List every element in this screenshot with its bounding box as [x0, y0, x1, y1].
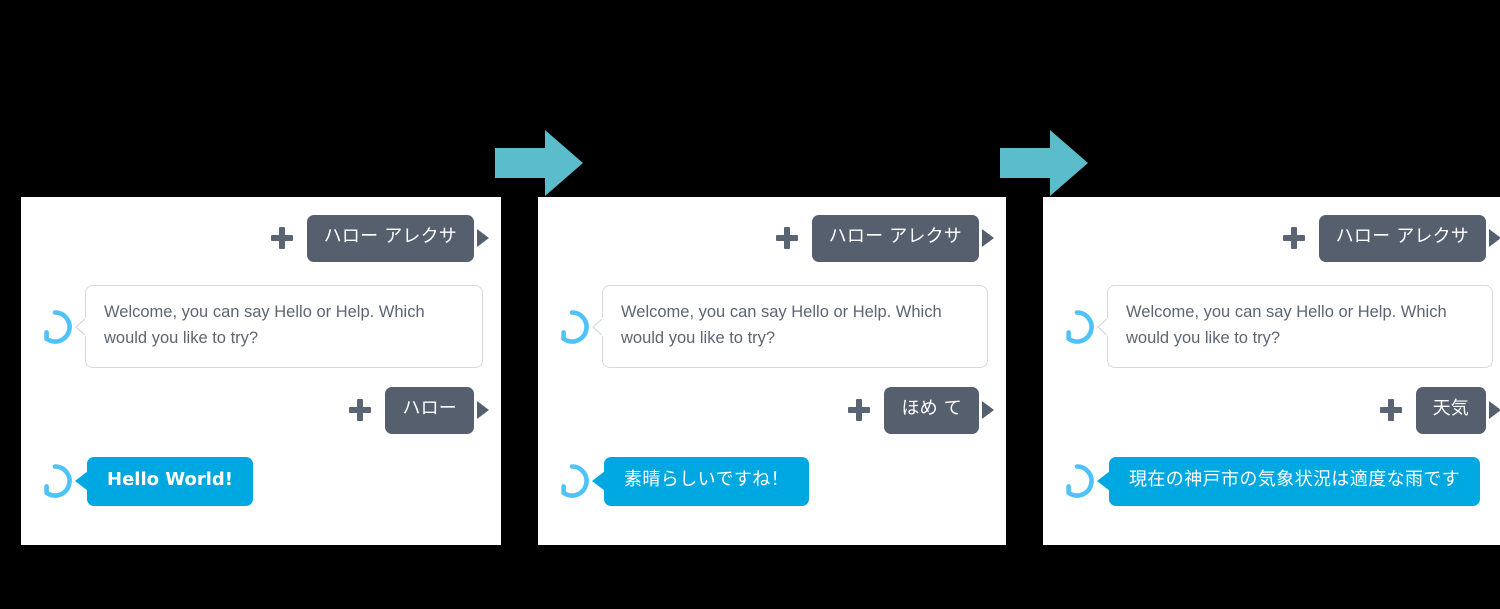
message-row-alexa: Welcome, you can say Hello or Help. Whic… [554, 285, 988, 369]
user-utterance-bubble[interactable]: ハロー [385, 387, 474, 434]
conversation-thread: ハロー アレクサ Welcom [538, 197, 1006, 545]
bubble-tail-right-icon [982, 401, 994, 420]
bubble-tail-right-icon [1489, 401, 1500, 420]
message-row-alexa: Hello World! [37, 457, 253, 506]
alexa-bubble-wrapper: 現在の神戸市の気象状況は適度な雨です [1097, 457, 1481, 506]
plus-icon [775, 227, 798, 250]
alexa-response-bubble: Hello World! [87, 457, 253, 506]
user-utterance-bubble[interactable]: ハロー アレクサ [306, 215, 474, 262]
message-row-alexa: Welcome, you can say Hello or Help. Whic… [37, 285, 483, 369]
plus-icon [1379, 399, 1402, 422]
bubble-tail-left-icon [592, 317, 603, 337]
bubble-tail-right-icon [1489, 229, 1500, 248]
alexa-ring-icon [554, 309, 590, 345]
user-bubble-wrapper: ハロー アレクサ [811, 215, 994, 262]
bubble-tail-left-icon [592, 471, 605, 492]
user-bubble-wrapper: ハロー アレクサ [1318, 215, 1500, 262]
plus-icon [349, 399, 372, 422]
alexa-bubble-wrapper: Hello World! [75, 457, 253, 506]
message-row-user: ほめ て [848, 387, 994, 434]
user-bubble-wrapper: ハロー アレクサ [306, 215, 489, 262]
message-row-user: ハロー アレクサ [270, 215, 489, 262]
alexa-bubble-wrapper: Welcome, you can say Hello or Help. Whic… [75, 285, 483, 369]
conversation-panel-3: ハロー アレクサ Welcom [1043, 197, 1500, 545]
alexa-ring-icon [37, 309, 73, 345]
user-bubble-wrapper: 天気 [1415, 387, 1500, 434]
user-bubble-wrapper: ほめ て [884, 387, 994, 434]
user-utterance-bubble[interactable]: ハロー アレクサ [811, 215, 979, 262]
alexa-ring-icon [554, 463, 590, 499]
user-utterance-bubble[interactable]: 天気 [1415, 387, 1486, 434]
alexa-bubble-wrapper: 素晴らしいですね！ [592, 457, 810, 506]
bubble-tail-left-icon [1097, 317, 1108, 337]
message-row-user: 天気 [1379, 387, 1500, 434]
bubble-tail-right-icon [982, 229, 994, 248]
bubble-tail-right-icon [477, 401, 489, 420]
bubble-tail-left-icon [75, 471, 88, 492]
message-row-alexa: 現在の神戸市の気象状況は適度な雨です [1059, 457, 1481, 506]
alexa-bubble-wrapper: Welcome, you can say Hello or Help. Whic… [1097, 285, 1493, 369]
plus-icon [848, 399, 871, 422]
message-row-alexa: 素晴らしいですね！ [554, 457, 810, 506]
conversation-thread: ハロー アレクサ Welcom [21, 197, 501, 545]
alexa-ring-icon [1059, 463, 1095, 499]
user-bubble-wrapper: ハロー [385, 387, 489, 434]
alexa-ring-icon [1059, 309, 1095, 345]
message-row-user: ハロー アレクサ [775, 215, 994, 262]
user-utterance-bubble[interactable]: ほめ て [884, 387, 979, 434]
alexa-response-bubble: Welcome, you can say Hello or Help. Whic… [1107, 285, 1493, 369]
plus-icon [270, 227, 293, 250]
conversation-thread: ハロー アレクサ Welcom [1043, 197, 1500, 545]
message-row-user: ハロー [349, 387, 489, 434]
alexa-ring-icon [37, 463, 73, 499]
message-row-alexa: Welcome, you can say Hello or Help. Whic… [1059, 285, 1493, 369]
bubble-tail-right-icon [477, 229, 489, 248]
arrow-step-2-to-3 [1000, 130, 1088, 196]
conversation-panel-1: ハロー アレクサ Welcom [21, 197, 501, 545]
bubble-tail-left-icon [1097, 471, 1110, 492]
alexa-response-bubble: 素晴らしいですね！ [604, 457, 810, 506]
user-utterance-bubble[interactable]: ハロー アレクサ [1318, 215, 1486, 262]
conversation-panel-2: ハロー アレクサ Welcom [538, 197, 1006, 545]
alexa-response-bubble: Welcome, you can say Hello or Help. Whic… [85, 285, 483, 369]
alexa-bubble-wrapper: Welcome, you can say Hello or Help. Whic… [592, 285, 988, 369]
plus-icon [1282, 227, 1305, 250]
arrow-step-1-to-2 [495, 130, 583, 196]
alexa-response-bubble: 現在の神戸市の気象状況は適度な雨です [1109, 457, 1481, 506]
alexa-response-bubble: Welcome, you can say Hello or Help. Whic… [602, 285, 988, 369]
bubble-tail-left-icon [75, 317, 86, 337]
message-row-user: ハロー アレクサ [1282, 215, 1500, 262]
